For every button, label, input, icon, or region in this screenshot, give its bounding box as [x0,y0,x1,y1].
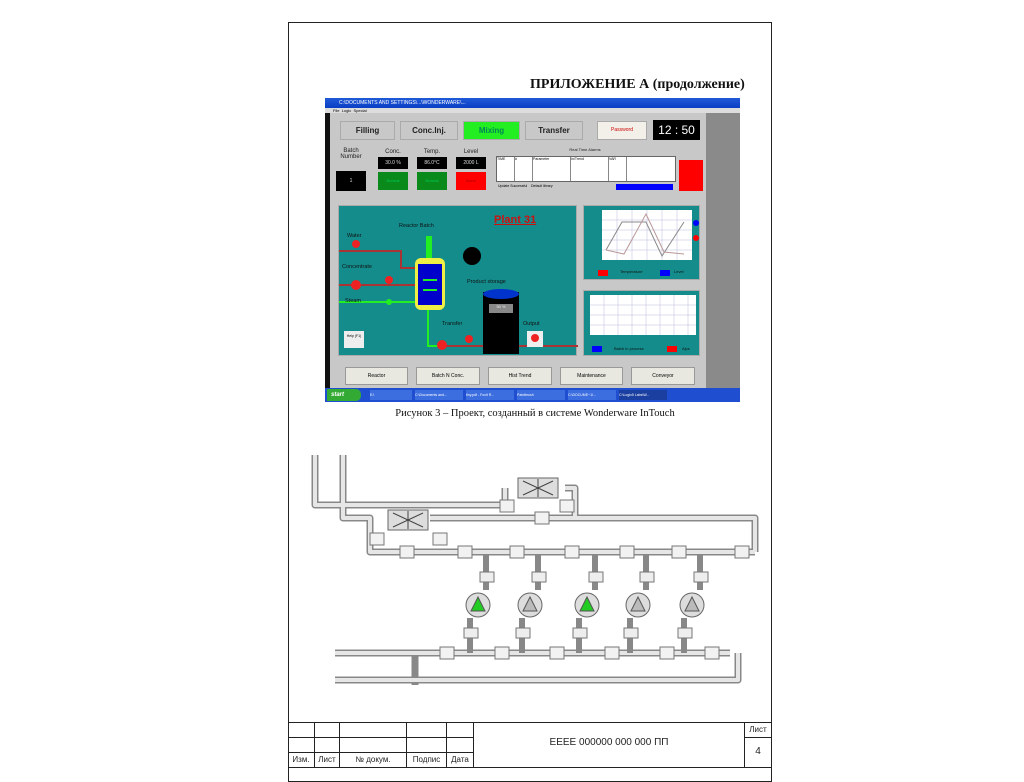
taskbar: start E:\ C:\Documents and... tiny.pdf -… [325,388,740,402]
temp-status: Normal [417,172,447,190]
col-signature: Подпис [407,753,447,768]
start-button[interactable]: start [327,389,361,401]
alarm-col: In/Trend [571,157,609,181]
trend2-legend-alps: Alps [682,346,690,351]
alarms-title: Real Time Alarms [569,147,601,152]
reactor-button[interactable]: Reactor [345,367,408,385]
temp-value: 86.0°C [417,157,447,169]
conc-label: Conc. [385,149,401,155]
password-button[interactable]: Password [597,121,647,140]
trend-panel-2: Batch in process Alps [583,290,700,356]
storage-level: 50 % [496,304,506,309]
left-edge [325,113,330,388]
col-list: Лист [315,753,340,768]
title-block: Изм. Лист № докум. Подпис Дата ЕЕЕЕ 0000… [288,722,772,768]
pump-icon [572,555,604,653]
heat-exchanger-1 [387,509,429,531]
tab-mixing[interactable]: Mixing [463,121,520,140]
reactor-label: Reactor Batch [399,223,434,229]
trend1-legend-level: Level [674,269,684,274]
process-panel: Plant 31 Reactor Batch Water Concentrate… [338,205,578,356]
taskbar-item[interactable]: E:\ [370,390,412,400]
pump-icon [515,555,547,653]
sheet-number: 4 [745,738,772,768]
figure-caption: Рисунок 3 – Проект, созданный в системе … [395,408,675,419]
level-label: Level [463,149,479,155]
conc-status: Normal [378,172,408,190]
conc-value: 30.0 % [378,157,408,169]
trend-chart-2 [590,295,696,352]
alarm-status: Update Successful [498,184,528,188]
batch-conc-button[interactable]: Batch N Conc. [416,367,480,385]
taskbar-item[interactable]: C:\Documents and... [415,390,463,400]
taskbar-item[interactable]: C:\Logix5 Labs\W... [619,390,667,400]
intouch-screenshot: C:\DOCUMENTS AND SETTINGS\...\WONDERWARE… [325,98,740,402]
col-izm: Изм. [288,753,315,768]
plant-title: Plant 31 [494,214,537,226]
menu-file[interactable]: File [333,108,340,113]
col-date: Дата [447,753,474,768]
maintenance-button[interactable]: Maintenance [560,367,623,385]
concentrate-label: Concentrate [342,264,372,270]
right-edge [706,113,740,388]
alarm-col: VAR [609,157,627,181]
alarm-progress-bar [616,184,673,190]
alarm-col: # [515,157,533,181]
menu-logic[interactable]: Logic [341,108,352,113]
process-diagram [339,236,578,354]
transfer-label: Transfer [442,321,463,327]
taskbar-item[interactable]: Paintbrush [517,390,565,400]
trend-chart-1 [598,210,699,276]
document-designation: ЕЕЕЕ 000000 000 000 ПП [474,723,745,768]
sheet-label: Лист [745,723,772,738]
appendix-heading: ПРИЛОЖЕНИЕ А (продолжение) [530,77,745,92]
col-doc-number: № докум. [340,753,407,768]
alarm-indicator [679,160,703,191]
window-title: C:\DOCUMENTS AND SETTINGS\...\WONDERWARE… [325,98,740,108]
alarm-table[interactable]: TIME # Parameter In/Trend VAR [496,156,676,182]
taskbar-item[interactable]: tiny.pdf - Foxit R... [466,390,514,400]
pump-icon [677,555,709,653]
help-button[interactable]: Help (F1) [346,334,362,338]
trend2-legend-batch: Batch in process [614,346,644,351]
trend-panel-1: Temperature Level [583,205,700,280]
tab-filling[interactable]: Filling [340,121,395,140]
pump-icon [623,555,655,653]
alarm-library: Default library [531,184,553,188]
clock: 12 : 50 [653,120,700,140]
heat-exchanger-2 [517,477,559,499]
menu-bar: File Logic Special [325,108,740,113]
temp-label: Temp. [423,149,441,155]
taskbar-item[interactable]: C:\DOCUME~1\... [568,390,616,400]
steam-label: Steam [345,298,361,304]
menu-special[interactable]: Special [353,108,367,113]
level-value: 2000 L [456,157,486,169]
product-storage-label: Product storage [467,279,506,285]
batch-label: Batch Number [340,148,362,160]
alarm-col: Parameter [533,157,571,181]
pump-icon [463,555,495,653]
hist-trend-button[interactable]: Hist Trend [488,367,552,385]
batch-value: 1 [336,171,366,191]
level-status: Alarm [456,172,486,190]
conveyor-button[interactable]: Conveyor [631,367,695,385]
tab-transfer[interactable]: Transfer [525,121,583,140]
trend1-legend-temperature: Temperature [620,269,643,274]
output-label: Output [523,321,540,327]
alarm-col: TIME [497,157,515,181]
tab-conc-inj[interactable]: Conc.Inj. [400,121,458,140]
water-label: Water [347,233,362,239]
